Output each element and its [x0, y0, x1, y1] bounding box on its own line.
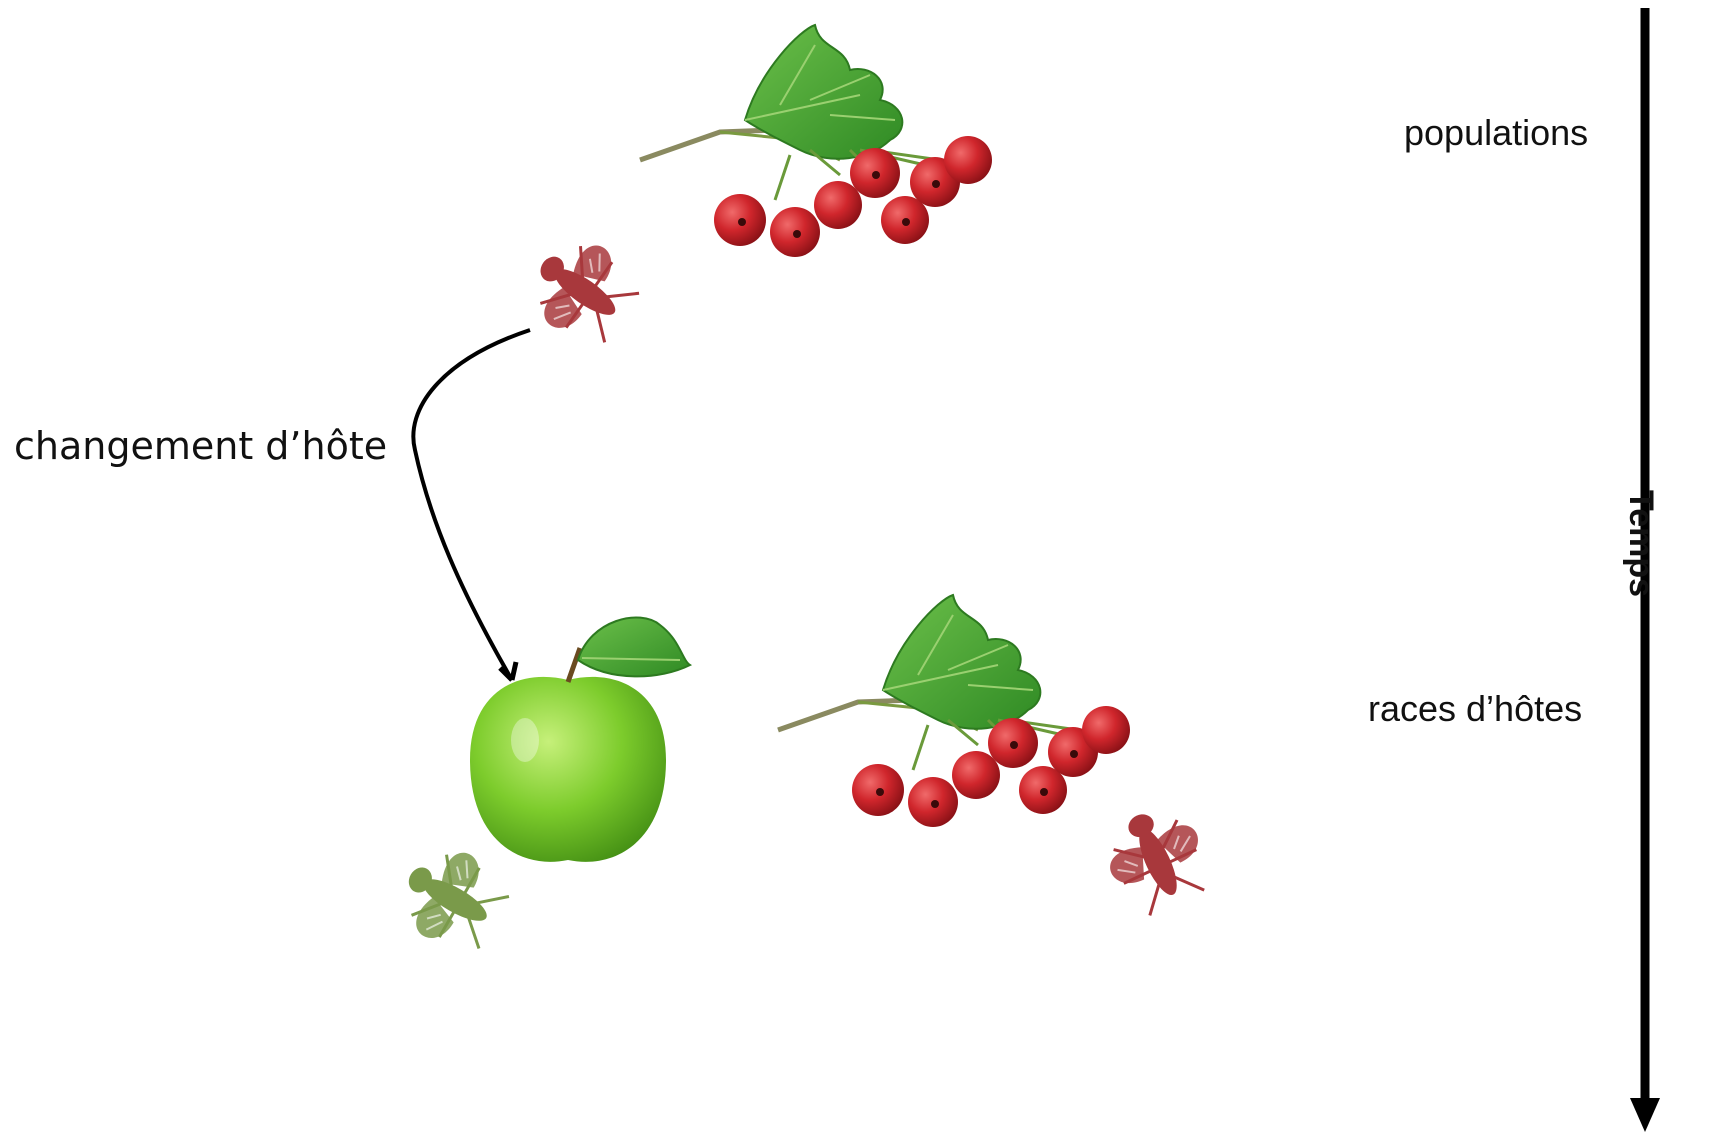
label-host-races: races d’hôtes	[1368, 688, 1582, 730]
apple-icon	[470, 618, 690, 862]
label-populations: populations	[1404, 112, 1588, 154]
fly-icon-hawthorn-bottom	[1094, 796, 1220, 923]
hawthorn-branch-icon-top	[640, 25, 992, 257]
host-shift-arrow	[413, 330, 530, 680]
fly-icon-hawthorn-top	[516, 224, 648, 356]
label-host-shift: changement d’hôte	[14, 424, 387, 468]
label-time-axis: Temps	[1621, 490, 1660, 597]
fly-icon-apple	[387, 834, 517, 963]
hawthorn-branch-icon-bottom	[778, 595, 1130, 827]
